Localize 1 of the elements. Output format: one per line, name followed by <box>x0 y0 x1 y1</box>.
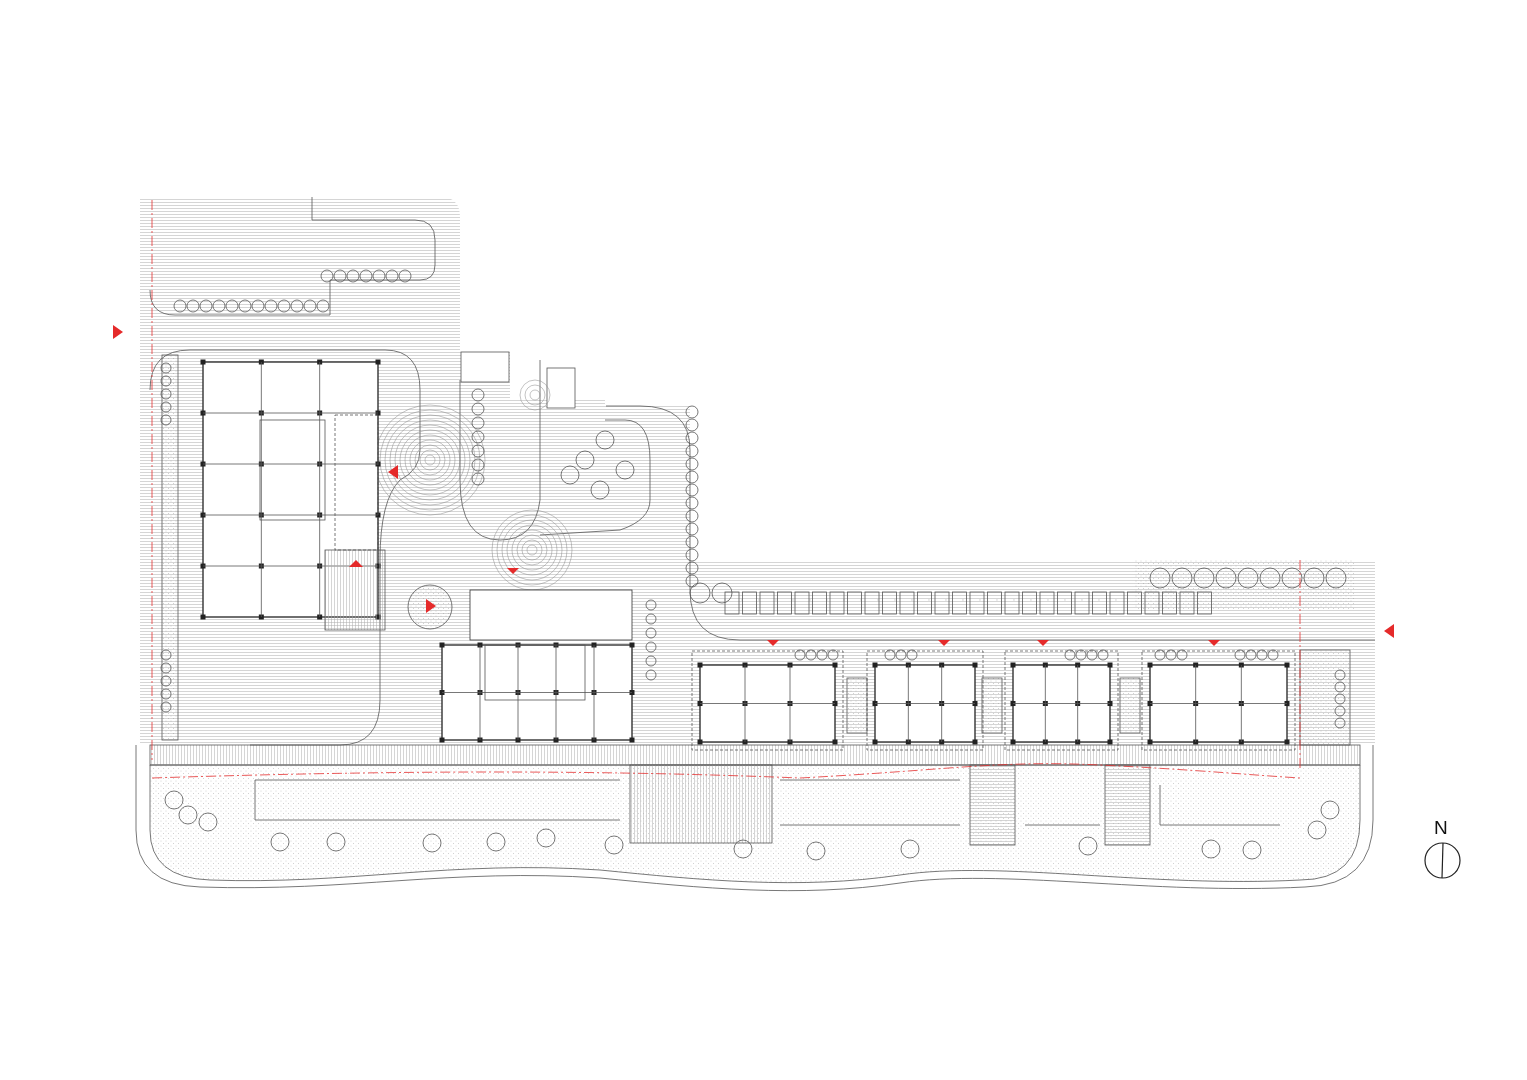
north-label: N <box>1434 818 1448 838</box>
